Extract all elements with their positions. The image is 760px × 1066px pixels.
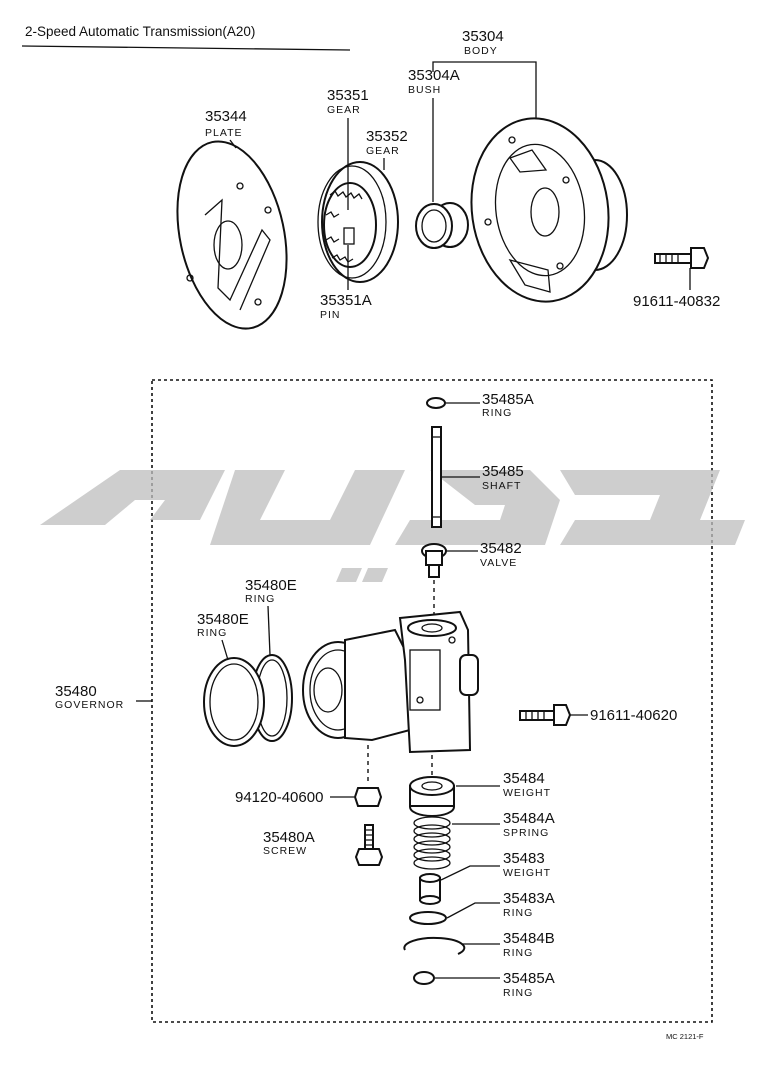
part-number-35304: 35304: [462, 28, 504, 45]
bush-35304a-drawing: [415, 202, 469, 249]
part-number-35485: 35485: [482, 463, 524, 480]
watermark-logo-icon: [40, 470, 745, 582]
part-number-35480a: 35480A: [263, 829, 315, 846]
part-number-35484: 35484: [503, 770, 545, 787]
part-name-35485a-bottom: RING: [503, 987, 533, 999]
ring-35483a-drawing: [409, 911, 447, 925]
part-name-35483a: RING: [503, 907, 533, 919]
bolt-91611-40620-drawing: [519, 704, 572, 726]
diagram-title: 2-Speed Automatic Transmission(A20): [25, 24, 255, 39]
part-name-35483: WEIGHT: [503, 867, 551, 879]
screw-35480a-drawing: [354, 824, 384, 866]
part-number-35484b: 35484B: [503, 930, 555, 947]
part-name-35485a-top: RING: [482, 407, 512, 419]
part-name-35351: GEAR: [327, 104, 361, 116]
part-number-35351a: 35351A: [320, 292, 372, 309]
weight-35483-drawing: [419, 873, 441, 905]
part-name-35480e-outer: RING: [245, 593, 275, 605]
ring-35480e-inner-drawing: [203, 657, 265, 747]
part-number-35351: 35351: [327, 87, 369, 104]
part-name-35482: VALVE: [480, 557, 517, 569]
valve-35482-drawing: [421, 543, 447, 578]
ring-35485a-top-drawing: [426, 397, 446, 409]
part-number-35483a: 35483A: [503, 890, 555, 907]
spring-35484a-drawing: [413, 816, 451, 870]
weight-35484-drawing: [409, 776, 455, 817]
part-name-35352: GEAR: [366, 145, 400, 157]
title-underline: [21, 45, 351, 51]
part-number-35304a: 35304A: [408, 67, 460, 84]
part-number-91611-40620: 91611-40620: [590, 707, 677, 724]
part-name-35480a: SCREW: [263, 845, 307, 857]
part-number-35482: 35482: [480, 540, 522, 557]
part-name-35304: BODY: [464, 45, 498, 57]
part-name-35485: SHAFT: [482, 480, 521, 492]
diagram-code: MC 2121-F: [666, 1032, 704, 1041]
part-name-35480: GOVERNOR: [55, 699, 124, 711]
ring-35484b-drawing: [403, 936, 466, 955]
part-name-35304a: BUSH: [408, 84, 441, 96]
bolt-91611-40832-drawing: [654, 247, 710, 269]
shaft-35485-drawing: [431, 426, 442, 528]
part-name-35484a: SPRING: [503, 827, 549, 839]
part-number-35352: 35352: [366, 128, 408, 145]
part-number-35480: 35480: [55, 683, 97, 700]
part-number-94120-40600: 94120-40600: [235, 789, 323, 806]
ring-35485a-bottom-drawing: [413, 971, 435, 985]
part-name-35480e-inner: RING: [197, 627, 227, 639]
part-number-35480e-inner: 35480E: [197, 611, 249, 628]
part-number-35344: 35344: [205, 108, 247, 125]
part-number-91611-40832: 91611-40832: [633, 293, 720, 310]
part-number-35484a: 35484A: [503, 810, 555, 827]
part-number-35485a-bottom: 35485A: [503, 970, 555, 987]
part-name-35351a: PIN: [320, 309, 341, 321]
body-35304-drawing: [470, 117, 628, 303]
governor-35480-drawing: [302, 610, 479, 754]
part-number-35480e-outer: 35480E: [245, 577, 297, 594]
nut-94120-40600-drawing: [353, 787, 383, 807]
part-number-35483: 35483: [503, 850, 545, 867]
part-name-35484: WEIGHT: [503, 787, 551, 799]
plate-35344-drawing: [176, 140, 288, 330]
gear-35351-drawing: [323, 182, 377, 268]
part-name-35484b: RING: [503, 947, 533, 959]
part-number-35485a-top: 35485A: [482, 391, 534, 408]
part-name-35344: PLATE: [205, 127, 242, 139]
